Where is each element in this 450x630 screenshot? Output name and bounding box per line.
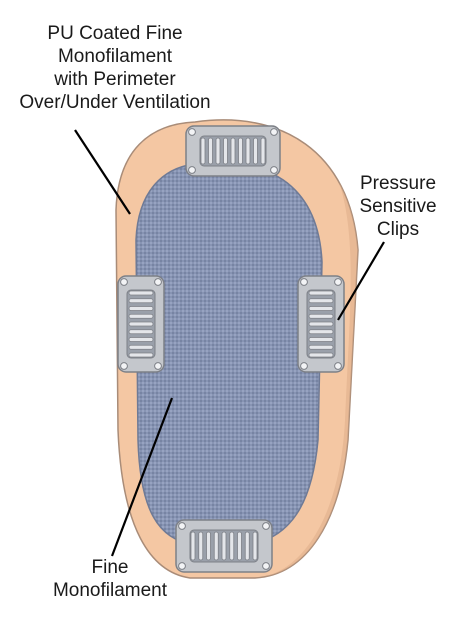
- label-line: Sensitive: [359, 196, 437, 217]
- clip-tooth: [308, 313, 334, 319]
- clip-rivet: [270, 166, 278, 174]
- clip-tooth: [245, 137, 251, 165]
- clip-rivet: [154, 362, 162, 370]
- clip-tooth: [308, 306, 334, 311]
- clip-rivet: [300, 278, 308, 286]
- clip-tooth: [244, 531, 250, 561]
- clip-rivet: [178, 522, 186, 530]
- clip-top: [185, 125, 281, 177]
- clip-tooth: [223, 137, 228, 165]
- leader-line-pu-coated: [74, 129, 131, 215]
- clip-rivet: [188, 166, 196, 174]
- clip-rivet: [300, 362, 308, 370]
- clip-tooth: [253, 137, 258, 165]
- clip-bottom: [175, 519, 273, 573]
- clip-rivet: [334, 362, 342, 370]
- label-line: Fine: [91, 557, 129, 578]
- label-line: Monofilament: [52, 580, 168, 601]
- label-pressure-sensitive-clips: Pressure Sensitive Clips: [348, 172, 448, 241]
- clip-tooth: [213, 531, 219, 561]
- clip-tooth: [308, 298, 334, 304]
- clip-tooth: [128, 321, 154, 327]
- label-line: Monofilament: [57, 46, 173, 67]
- clip-rivet: [154, 278, 162, 286]
- clip-tooth: [308, 337, 334, 342]
- clip-rivet: [270, 128, 278, 136]
- clip-tooth: [221, 531, 227, 561]
- clips-group: [117, 125, 345, 573]
- clip-tooth: [308, 352, 334, 358]
- clip-rivet: [120, 362, 128, 370]
- clip-tooth: [308, 329, 334, 335]
- clip-rivet: [120, 278, 128, 286]
- clip-tooth: [128, 306, 154, 311]
- label-line: Over/Under Ventilation: [19, 92, 211, 113]
- clip-tooth: [128, 313, 154, 319]
- clip-tooth: [208, 137, 213, 165]
- label-line: PU Coated Fine: [47, 23, 183, 44]
- clip-tooth: [198, 531, 204, 561]
- label-line: Clips: [376, 219, 420, 240]
- clip-tooth: [229, 531, 235, 561]
- clip-tooth: [308, 290, 334, 296]
- label-line: with Perimeter: [54, 69, 176, 90]
- clip-tooth: [308, 344, 334, 350]
- clip-tooth: [308, 321, 334, 327]
- leader-line-fine-monofilament: [110, 397, 174, 557]
- clip-rivet: [262, 522, 270, 530]
- clip-tooth: [128, 352, 154, 358]
- clip-left: [117, 275, 165, 373]
- clip-tooth: [128, 344, 154, 350]
- clip-tooth: [206, 531, 211, 561]
- clip-rivet: [178, 562, 186, 570]
- clip-rivet: [262, 562, 270, 570]
- label-pu-coated-perimeter: PU Coated Fine Monofilament with Perimet…: [0, 22, 230, 114]
- clip-rivet: [334, 278, 342, 286]
- label-fine-monofilament: Fine Monofilament: [30, 556, 190, 602]
- clip-tooth: [200, 137, 206, 165]
- label-line: Pressure: [359, 173, 437, 194]
- clip-tooth: [128, 290, 154, 296]
- clip-tooth: [230, 137, 236, 165]
- clip-right: [297, 275, 345, 373]
- clip-tooth: [260, 137, 266, 165]
- leader-line-pressure-clips: [337, 241, 385, 321]
- clip-tooth: [252, 531, 258, 561]
- clip-rivet: [188, 128, 196, 136]
- clip-tooth: [237, 531, 242, 561]
- clip-tooth: [238, 137, 243, 165]
- clip-tooth: [190, 531, 196, 561]
- clip-tooth: [215, 137, 221, 165]
- clip-tooth: [128, 337, 154, 342]
- clip-tooth: [128, 298, 154, 304]
- clip-tooth: [128, 329, 154, 335]
